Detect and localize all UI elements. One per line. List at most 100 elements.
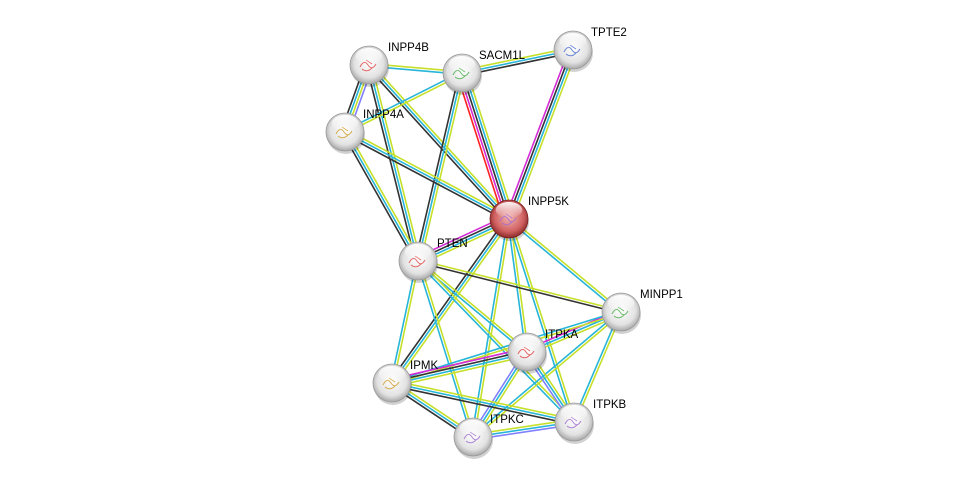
edge-line-textmining: [392, 261, 421, 384]
node-tpte2[interactable]: TPTE2: [553, 27, 627, 72]
edge-line-coexpression: [365, 65, 417, 262]
edge-line-database: [344, 131, 510, 220]
node-inpp4b[interactable]: INPP4B: [349, 42, 429, 87]
edge-pten-itpkb[interactable]: [416, 259, 576, 424]
edge-line-textmining: [392, 355, 529, 388]
edge-minpp1-itpkc[interactable]: [471, 310, 623, 439]
edge-line-textmining: [509, 217, 623, 312]
node-label: PTEN: [437, 238, 468, 250]
edge-line-database: [344, 71, 462, 132]
node-inpp4a[interactable]: INPP4A: [325, 109, 404, 154]
edge-line-coexpression: [389, 217, 508, 382]
node-label: ITPKB: [593, 399, 627, 411]
edge-line-coexpression: [507, 49, 573, 219]
edge-line-coexpression: [391, 349, 527, 383]
edge-line-database: [506, 219, 527, 353]
edge-tpte2-inpp5k[interactable]: [504, 48, 578, 221]
node-pten[interactable]: PTEN: [398, 238, 468, 283]
node-sacm1l[interactable]: SACM1L: [442, 50, 526, 95]
node-label: TPTE2: [591, 27, 627, 39]
edge-inpp4b-inpp5k[interactable]: [366, 62, 512, 222]
edge-line-database: [507, 219, 621, 314]
edge-line-experiments: [458, 73, 508, 221]
edge-line-database: [368, 64, 510, 220]
edge-line-coexpression: [366, 66, 508, 222]
edge-inpp4a-inpp5k[interactable]: [343, 128, 511, 223]
edge-line-database: [416, 261, 574, 424]
edge-line-textmining: [345, 128, 511, 218]
edge-line-textmining: [418, 259, 576, 422]
edge-line-textmining: [370, 62, 512, 218]
edge-line-database: [392, 352, 528, 386]
edge-line-coexpression: [343, 133, 509, 223]
edge-line-database: [368, 64, 419, 262]
node-label: INPP4A: [363, 109, 404, 121]
edge-pten-itpkc[interactable]: [415, 260, 476, 438]
edge-inpp4b-pten[interactable]: [365, 64, 422, 262]
edge-line-textmining: [418, 260, 476, 437]
node-label: IPMK: [410, 360, 438, 372]
edge-line-textmining: [574, 312, 623, 423]
node-label: INPP4B: [388, 42, 429, 54]
edge-ipmk-itpkb[interactable]: [391, 379, 575, 426]
edge-inpp5k-itpkb[interactable]: [507, 218, 576, 423]
edge-line-textmining: [511, 51, 578, 221]
edge-line-database: [470, 218, 509, 437]
edge-pten-minpp1[interactable]: [417, 258, 622, 315]
node-itpkb[interactable]: ITPKB: [554, 399, 627, 444]
edge-inpp4a-pten[interactable]: [342, 130, 421, 263]
node-label: INPP5K: [528, 196, 569, 208]
edge-line-coexpression: [417, 261, 621, 315]
edge-line-database: [463, 71, 513, 219]
edge-line-experiments: [390, 347, 527, 380]
node-label: ITPKC: [490, 414, 524, 426]
edge-line-database: [572, 311, 621, 422]
node-gloss: [495, 202, 523, 218]
node-gloss: [513, 335, 541, 351]
node-gloss: [448, 56, 476, 72]
node-itpkc[interactable]: ITPKC: [453, 414, 524, 459]
node-label: ITPKA: [545, 329, 579, 341]
edge-minpp1-itpkb[interactable]: [572, 311, 623, 423]
edge-pten-ipmk[interactable]: [389, 260, 421, 384]
edge-line-database: [509, 50, 575, 220]
edge-line-textmining: [345, 73, 463, 134]
node-ipmk[interactable]: IPMK: [372, 360, 438, 405]
edge-line-coexpression: [414, 72, 461, 261]
edge-itpka-ipmk[interactable]: [390, 347, 529, 388]
edge-line-textmining: [393, 220, 512, 385]
edge-line-database: [344, 131, 419, 262]
node-gloss: [355, 48, 383, 64]
node-itpka[interactable]: ITPKA: [507, 329, 579, 374]
edge-line-textmining: [418, 258, 622, 312]
node-gloss: [331, 115, 359, 131]
edge-line-database: [507, 219, 574, 423]
edge-line-database: [471, 310, 621, 437]
node-gloss: [607, 295, 635, 311]
edge-inpp5k-minpp1[interactable]: [507, 217, 623, 314]
edge-sacm1l-inpp4a[interactable]: [344, 71, 463, 134]
node-minpp1[interactable]: MINPP1: [601, 289, 683, 334]
edge-line-database: [391, 218, 510, 384]
node-gloss: [378, 366, 406, 382]
edge-line-database: [415, 261, 473, 438]
node-gloss: [560, 405, 588, 421]
edge-sacm1l-pten[interactable]: [414, 72, 466, 262]
edge-line-database: [417, 72, 463, 262]
edge-line-textmining: [392, 379, 575, 421]
edge-line-database: [389, 260, 418, 383]
edge-inpp5k-ipmk[interactable]: [389, 217, 512, 385]
node-inpp5k[interactable]: INPP5K: [489, 196, 569, 241]
node-label: MINPP1: [640, 289, 683, 301]
edge-line-textmining: [466, 71, 515, 218]
edge-line-textmining: [418, 259, 529, 352]
node-label: SACM1L: [479, 50, 526, 62]
edge-line-coexpression: [461, 72, 510, 220]
node-gloss: [404, 244, 432, 260]
edge-sacm1l-inpp5k[interactable]: [456, 71, 515, 221]
edge-inpp5k-itpkc[interactable]: [470, 218, 512, 438]
edge-line-coexpression: [391, 384, 574, 426]
edge-line-fusion: [456, 74, 505, 221]
